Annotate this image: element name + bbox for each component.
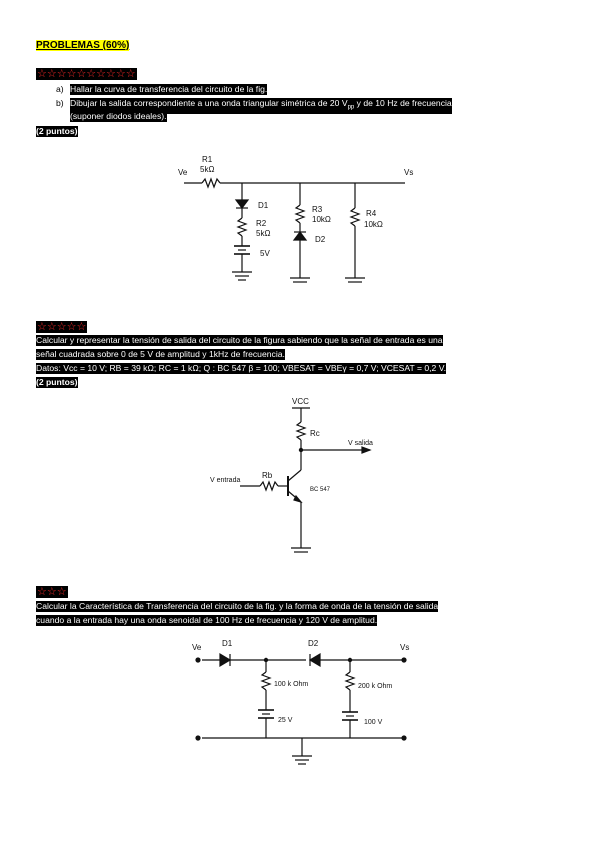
label-ve: Ve bbox=[192, 643, 202, 652]
label-r3: R3 bbox=[312, 205, 323, 214]
problem2-text-line2: señal cuadrada sobre 0 de 5 V de amplitu… bbox=[36, 349, 285, 360]
item-marker: b) bbox=[56, 98, 64, 108]
label-rb: Rb bbox=[262, 471, 273, 480]
problem1-item-b: Dibujar la salida correspondiente a una … bbox=[70, 98, 452, 114]
circuit-diagram-1: Ve Vs R1 5kΩ D1 R2 5kΩ 5V R3 10kΩ D2 R4 … bbox=[178, 155, 413, 283]
label-r4: R4 bbox=[366, 209, 377, 218]
problem1-item-b-cont: (suponer diodos ideales). bbox=[70, 111, 167, 122]
label-r3-value: 10kΩ bbox=[312, 215, 331, 224]
problem1-item-a: Hallar la curva de transferencia del cir… bbox=[70, 84, 268, 95]
label-r1: R1 bbox=[202, 155, 213, 164]
difficulty-stars: ☆☆☆☆☆ bbox=[36, 321, 88, 333]
problem1-points: (2 puntos) bbox=[36, 126, 78, 137]
difficulty-stars: ☆☆☆ bbox=[36, 586, 68, 598]
label-d2: D2 bbox=[308, 639, 319, 648]
circuit-diagram-3: Ve Vs D1 D2 100 k Ohm 200 k Ohm 25 V 100… bbox=[192, 639, 409, 765]
page-title: PROBLEMAS (60%) bbox=[36, 40, 130, 51]
label-v1: 25 V bbox=[278, 717, 293, 724]
label-r2-value: 5kΩ bbox=[256, 229, 270, 238]
difficulty-stars: ☆☆☆☆☆☆☆☆☆☆ bbox=[36, 68, 137, 80]
label-r2: 200 k Ohm bbox=[358, 683, 392, 690]
label-vs: Vs bbox=[400, 643, 409, 652]
label-vsalida: V salida bbox=[348, 440, 373, 447]
label-d2: D2 bbox=[315, 235, 326, 244]
label-d1: D1 bbox=[258, 201, 269, 210]
label-d1: D1 bbox=[222, 639, 233, 648]
problem3-text-line2: cuando a la entrada hay una onda senoida… bbox=[36, 615, 378, 626]
label-vs: Vs bbox=[404, 168, 413, 177]
label-r4-value: 10kΩ bbox=[364, 220, 383, 229]
problem2-text-line1: Calcular y representar la tensión de sal… bbox=[36, 335, 443, 346]
label-transistor: BC 547 bbox=[310, 487, 331, 493]
problem2-data: Datos: Vcc = 10 V; RB = 39 kΩ; RC = 1 kΩ… bbox=[36, 363, 447, 374]
label-vcc: VCC bbox=[292, 397, 309, 406]
label-rc: Rc bbox=[310, 429, 320, 438]
item-marker: a) bbox=[56, 84, 64, 94]
label-r1-value: 5kΩ bbox=[200, 165, 214, 174]
label-v2: 100 V bbox=[364, 719, 383, 726]
label-r1: 100 k Ohm bbox=[274, 681, 308, 688]
problem2-points: (2 puntos) bbox=[36, 377, 78, 388]
circuit-diagram-2: VCC Rc V salida V entrada Rb BC 547 bbox=[210, 397, 373, 553]
label-r2: R2 bbox=[256, 219, 267, 228]
problem3-text-line1: Calcular la Característica de Transferen… bbox=[36, 601, 439, 612]
label-ve: Ve bbox=[178, 168, 188, 177]
label-ventrada: V entrada bbox=[210, 477, 240, 484]
label-v1: 5V bbox=[260, 249, 270, 258]
